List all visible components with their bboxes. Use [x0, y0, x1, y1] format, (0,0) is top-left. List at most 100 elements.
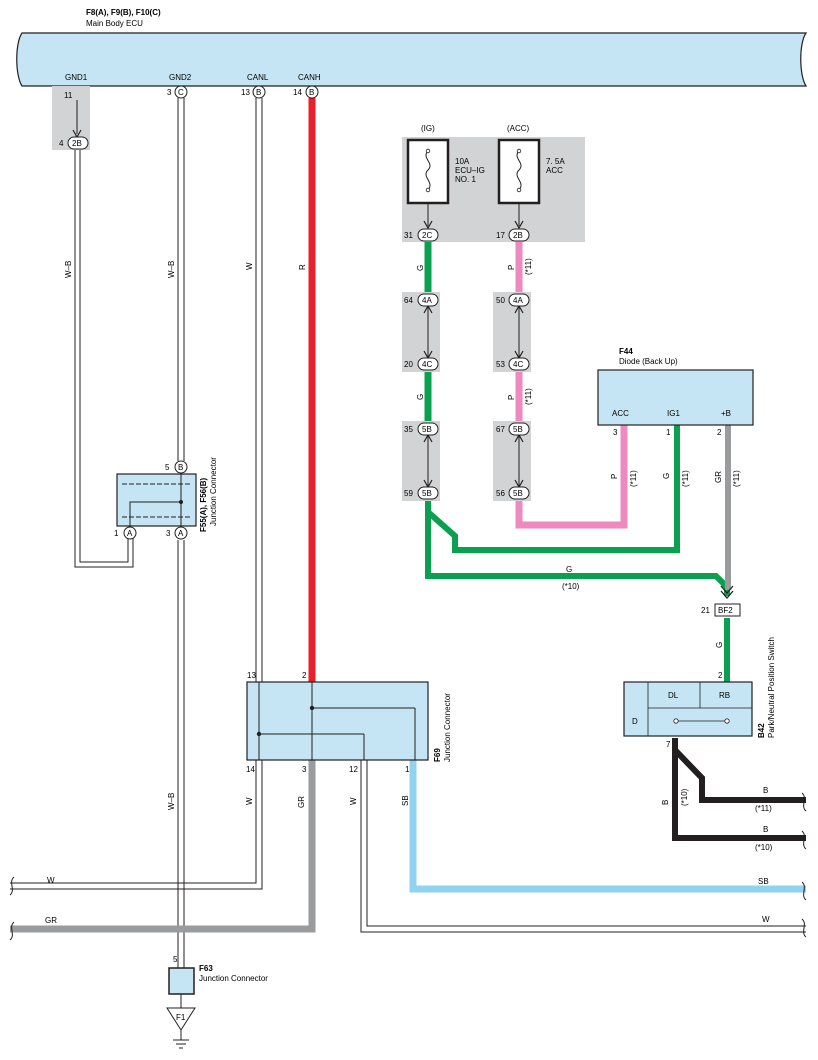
ecu-pin-canl-badge [252, 85, 266, 99]
jb-g-lower-bot-tag: 5B [422, 489, 432, 498]
b42-dl-label: DL [668, 691, 679, 700]
jb-p-lower-bot-number: 56 [496, 489, 505, 498]
f55-codes: F55(A), F56(B) [199, 477, 208, 532]
wire-label-b-11: B [763, 786, 768, 795]
wire-label-p-2: P [507, 395, 516, 400]
fuse-acc-header: (ACC) [507, 124, 530, 133]
wire-label-p-1: P [507, 265, 516, 270]
wire-label-g-1: G [416, 265, 425, 271]
f55-top-tag: B [178, 463, 183, 472]
b42-contact-right [724, 718, 730, 724]
wire-label-w-left: W [47, 876, 55, 885]
ecu-pin-canl-tag: B [256, 88, 261, 97]
f44-pin-acc-number: 3 [613, 428, 618, 437]
jb-p-upper-bot-tag: 4C [513, 360, 523, 369]
jb-p-upper-top-number: 50 [496, 296, 505, 305]
f44-name: Diode (Back Up) [619, 357, 678, 366]
jb-p-lower-top-number: 67 [496, 425, 505, 434]
jb-g-upper-top-tag: 4A [422, 296, 432, 305]
ecu-pin-canh-badge [305, 85, 319, 99]
f44-pin-b-label: +B [721, 409, 731, 418]
bf2-arrow-icon [720, 585, 734, 599]
ecu-pin-gnd2-tag: C [178, 88, 184, 97]
b42-contact-left [673, 718, 679, 724]
ecu-pin-gnd2-label: GND2 [169, 73, 192, 82]
f69-pin-13: 13 [247, 671, 256, 680]
jb-pair-p-lower [493, 421, 531, 501]
b42-rb-label: RB [719, 691, 730, 700]
wire-b-11 [672, 738, 806, 803]
ecu-pin-canl-label: CANL [247, 73, 269, 82]
f44-pin-ig1-label: IG1 [667, 409, 680, 418]
wire-note-g-long: (*10) [562, 582, 580, 591]
f55-top-badge [174, 460, 188, 474]
ecu-pin-canl-number: 13 [241, 88, 250, 97]
wire-note-b-10: (*10) [755, 843, 773, 852]
ecu-name: Main Body ECU [86, 19, 143, 28]
f69-pin-12: 12 [349, 765, 358, 774]
f69-pin-14: 14 [246, 765, 255, 774]
bf2-number: 21 [701, 606, 710, 615]
wire-label-g-diode: G [662, 473, 671, 479]
ground-icon [173, 1030, 189, 1049]
f55-body [116, 473, 197, 527]
f63-code: F63 [199, 964, 213, 973]
fuse-ig-name1: ECU–IG [455, 166, 485, 175]
f63-body [168, 967, 195, 995]
b42-bottom-pin: 7 [666, 740, 671, 749]
f55-name: Junction Connector [209, 457, 218, 526]
wire-label-wb-gnd1: W–B [64, 261, 73, 278]
wire-sb [409, 760, 806, 893]
b42-code: B42 [757, 723, 766, 738]
fuse-ig-name2: NO. 1 [455, 175, 476, 184]
jb-g-lower-bot-number: 59 [404, 489, 413, 498]
ecu-pin-canh-tag: B [309, 88, 314, 97]
wire-note-gr-diode: (*11) [732, 470, 741, 487]
f63-name: Junction Connector [199, 974, 268, 983]
bf2-badge [714, 603, 741, 617]
wire-label-w-right: W [762, 915, 770, 924]
wire-label-w-lower: W [245, 797, 254, 805]
wire-w-bottom [360, 760, 806, 933]
wire-w-canl [10, 98, 263, 890]
f55-right-badge [174, 526, 188, 540]
fuse-acc-name1: ACC [546, 166, 563, 175]
jb-g-lower-top-number: 35 [404, 425, 413, 434]
f63-pin: 5 [173, 955, 178, 964]
f55-junction-dot [179, 500, 183, 504]
fuse-ig-rating: 10A [455, 157, 470, 166]
jb-pair-g-upper [402, 292, 440, 372]
fuse-acc [497, 138, 541, 205]
ecu-codes: F8(A), F9(B), F10(C) [86, 8, 161, 17]
fuse-acc-conn-badge [508, 228, 530, 242]
wire-note-p-1: (*11) [524, 258, 533, 275]
wire-note-g-diode: (*11) [681, 470, 690, 487]
ecu-pin-canh-label: CANH [298, 73, 321, 82]
wire-label-g-2: G [416, 394, 425, 400]
f69-dot-1 [256, 731, 262, 737]
f69-pin-2: 2 [302, 671, 307, 680]
fuse-acc-conn-tag: 2B [513, 231, 523, 240]
ground-label: F1 [176, 1013, 186, 1022]
f44-pin-ig1-number: 1 [666, 428, 671, 437]
fuse-acc-rating: 7. 5A [546, 157, 565, 166]
f55-top-number: 5 [165, 463, 170, 472]
f69-body [246, 681, 429, 761]
wire-note-b-11: (*11) [755, 804, 772, 813]
ecu-pin-gnd1-number: 11 [64, 91, 73, 100]
conn-2b-number: 4 [59, 139, 64, 148]
b42-name: Park/Neutral Position Switch [767, 637, 776, 738]
wire-b-10 [672, 750, 806, 841]
ecu-pin-canh-number: 14 [293, 88, 302, 97]
wire-end-marks-right [801, 792, 807, 938]
f69-code: F69 [433, 748, 442, 762]
fuse-ig-conn-number: 31 [404, 231, 413, 240]
wire-label-gr-diode: GR [714, 471, 723, 483]
fuse-ig-arrow-icon [423, 220, 433, 230]
ecu-pin-gnd2-badge [174, 85, 188, 99]
wire-label-gr-lower: GR [297, 796, 306, 808]
f55-right-number: 3 [166, 529, 171, 538]
wire-gr [10, 760, 316, 933]
jb-g-upper-bot-number: 20 [404, 360, 413, 369]
wire-wb-gnd1 [74, 150, 134, 568]
